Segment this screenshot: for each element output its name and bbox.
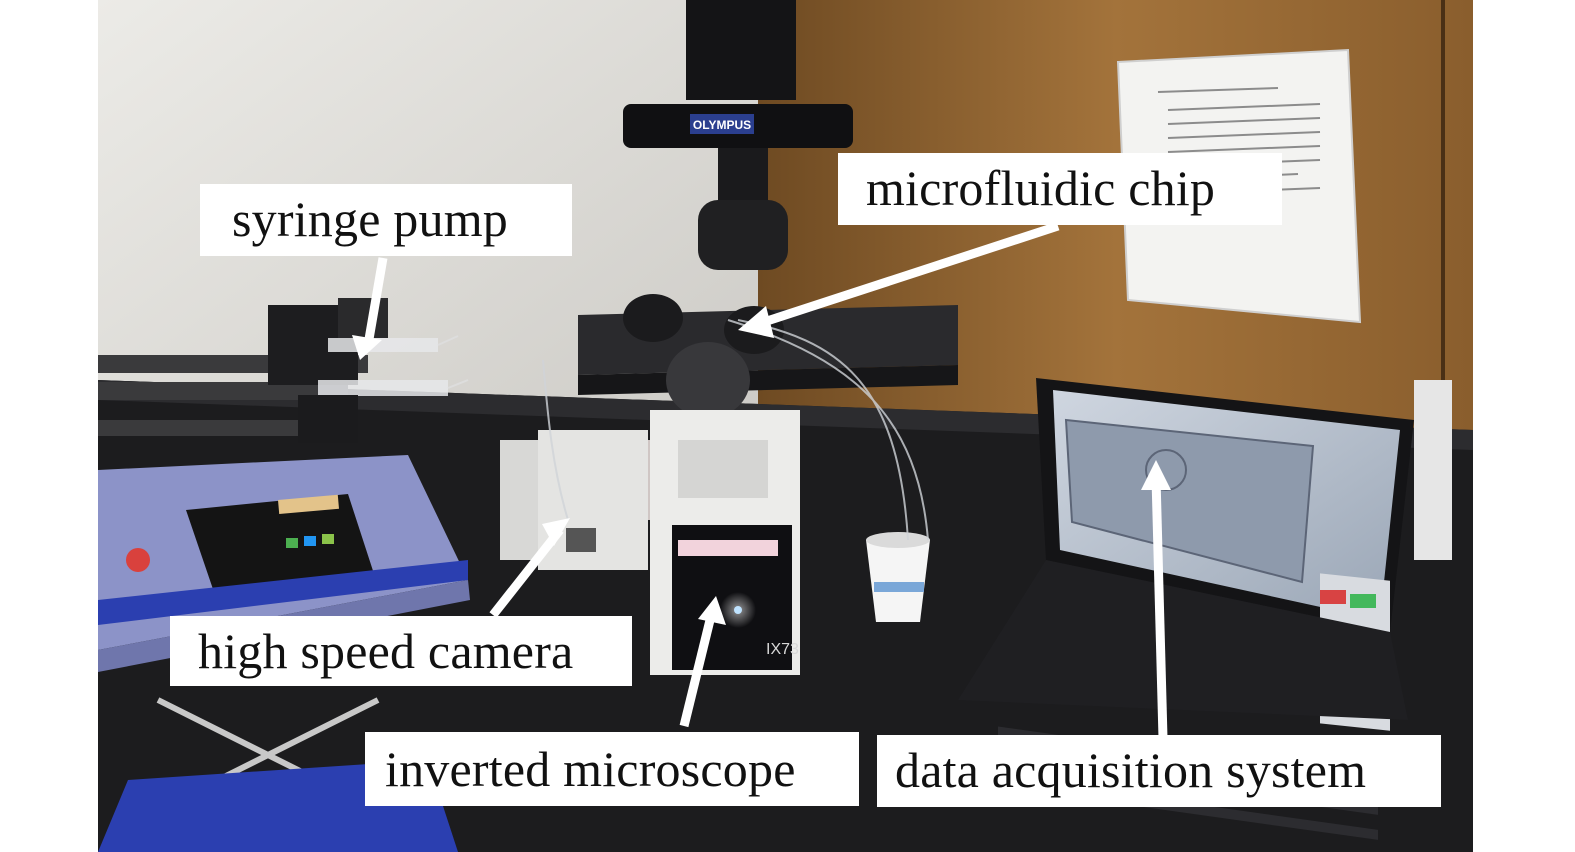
lab-photo: OLYMPUS IX73 bbox=[98, 0, 1473, 852]
label-high-speed-camera: high speed camera bbox=[170, 616, 632, 686]
label-syringe-pump: syringe pump bbox=[200, 184, 572, 256]
lab-setup-illustration: OLYMPUS IX73 bbox=[98, 0, 1473, 852]
inverted-microscope-device: OLYMPUS IX73 bbox=[578, 0, 958, 675]
label-data-acquisition-system: data acquisition system bbox=[877, 735, 1441, 807]
label-inverted-microscope: inverted microscope bbox=[365, 732, 859, 806]
label-microfluidic-chip: microfluidic chip bbox=[838, 153, 1282, 225]
laptop-device bbox=[958, 378, 1452, 840]
microscope-model-mark: IX73 bbox=[766, 641, 799, 658]
paper-cup bbox=[866, 532, 930, 622]
microscope-brand-mark: OLYMPUS bbox=[693, 118, 751, 132]
annotation-arrows bbox=[352, 221, 1171, 739]
